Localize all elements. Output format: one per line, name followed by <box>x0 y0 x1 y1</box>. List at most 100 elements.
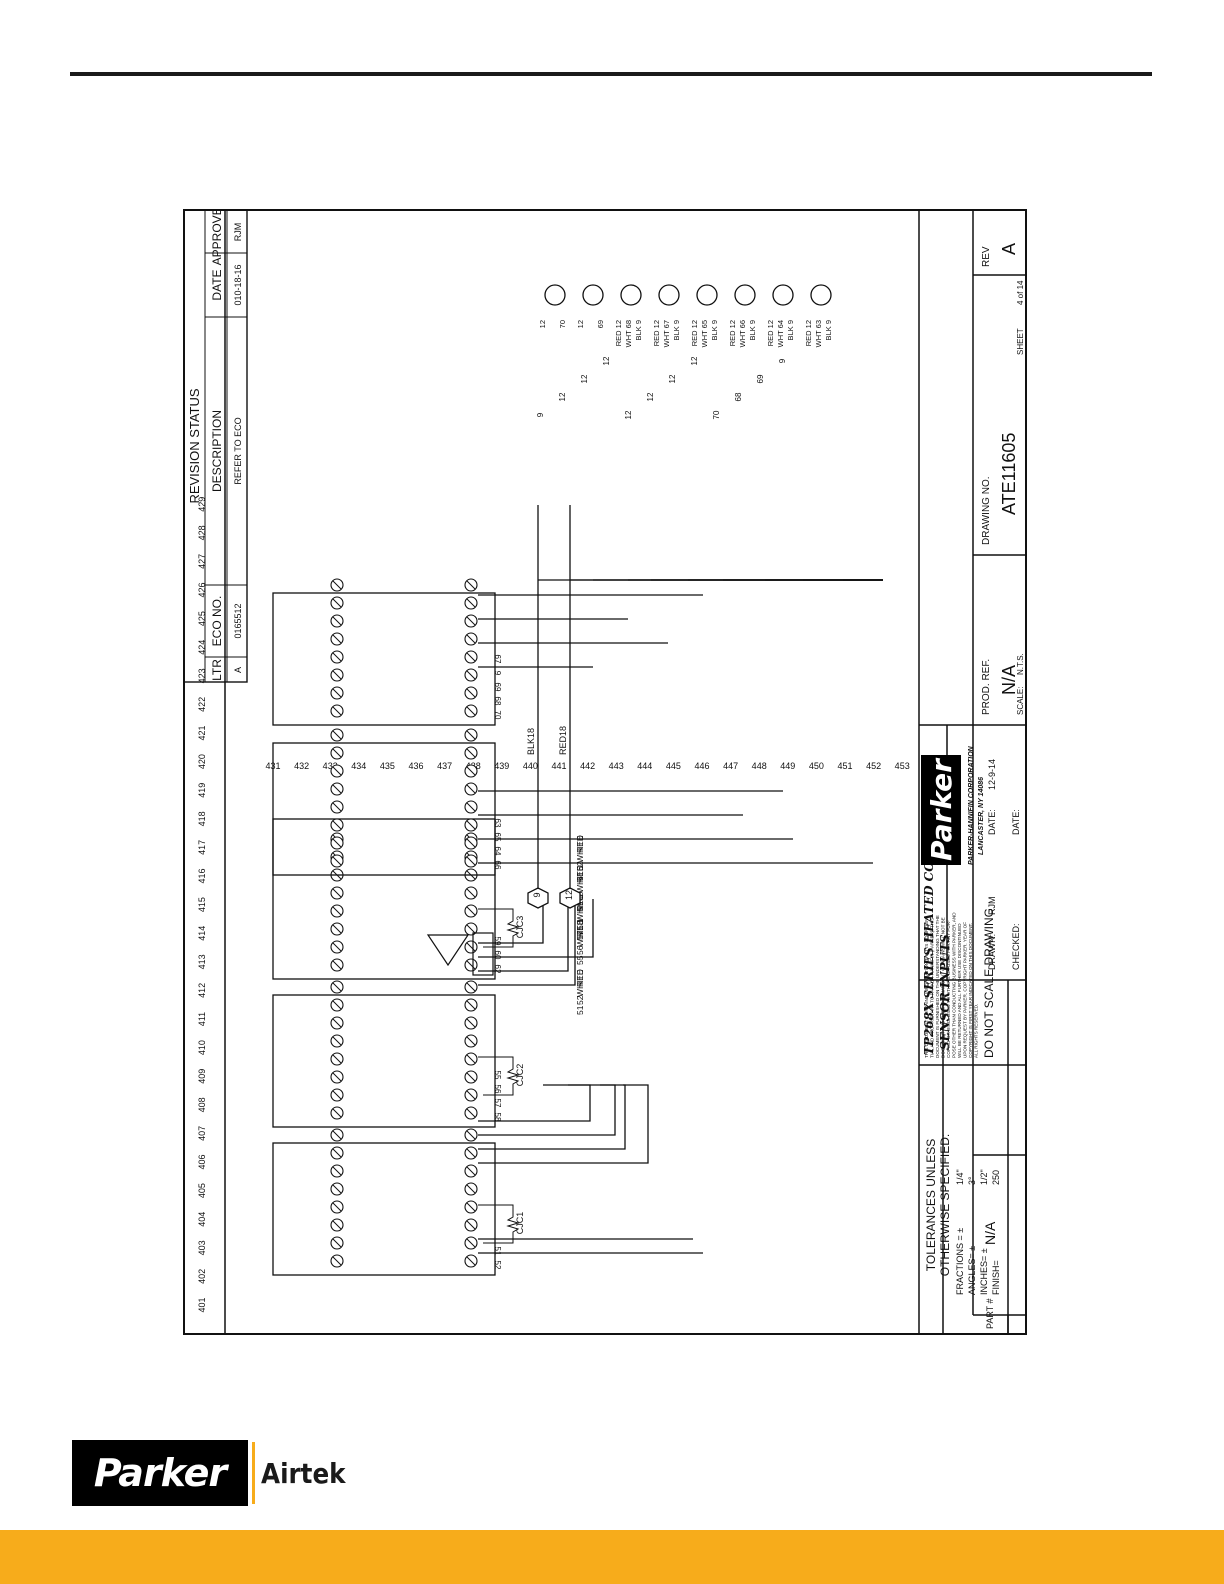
wire-label-number: 58 <box>575 920 585 930</box>
wire-label-number: 56 <box>575 945 585 955</box>
line-number: 452 <box>866 761 881 771</box>
wire-label-color: RED <box>575 835 585 853</box>
title-block-field: INCHES= ± <box>979 1248 989 1295</box>
title-block-field: TP268X SERIES HEATED CONTROLS <box>922 804 936 1055</box>
title-block-field: FRACTIONS = ± <box>955 1228 965 1295</box>
sensor-wire-top: RED 12 <box>652 320 661 346</box>
sensor-wire-top: RED 12 <box>766 320 775 346</box>
line-number: 435 <box>380 761 395 771</box>
title-block-field: 4 of 14 <box>1016 280 1025 305</box>
line-number: 444 <box>637 761 652 771</box>
line-number: 403 <box>197 1240 207 1255</box>
sensor-wire-bot: BLK 9 <box>672 320 681 340</box>
sensor-circle <box>734 284 756 306</box>
node-label: 12 <box>668 374 677 383</box>
line-number: 401 <box>197 1297 207 1312</box>
wire-label-number: 51 <box>575 1005 585 1015</box>
line-number: 436 <box>408 761 423 771</box>
footer-band <box>0 1530 1224 1584</box>
line-number: 420 <box>197 754 207 769</box>
title-block-field: 1/4" <box>955 1169 965 1185</box>
sensor-wire-bot: BLK 9 <box>710 320 719 340</box>
line-number: 423 <box>197 668 207 683</box>
terminal-number: 9 <box>493 671 502 676</box>
sensor-wire-bot: BLK 9 <box>786 320 795 340</box>
line-number: 412 <box>197 983 207 998</box>
wire-label-color: RED <box>575 969 585 987</box>
revision-header-date: DATE <box>210 269 224 300</box>
revision-header-eco: ECO NO. <box>210 596 224 647</box>
title-block-field: SHEET <box>1016 328 1025 355</box>
line-number: 409 <box>197 1069 207 1084</box>
drawing-border <box>183 209 1027 1335</box>
title-block-field: N/A <box>982 1221 998 1245</box>
sensor-wire-bot: BLK 9 <box>748 320 757 340</box>
terminal-number: 69 <box>493 683 502 692</box>
title-block-field: SCALE: <box>1016 687 1025 715</box>
title-block-field: N/A <box>999 665 1019 695</box>
sensor-wire-top: 12 <box>538 320 547 328</box>
line-number: 402 <box>197 1269 207 1284</box>
title-block-field: DRAWING NO. <box>981 476 992 545</box>
terminal-number: 63 <box>493 819 502 828</box>
line-number: 429 <box>197 497 207 512</box>
line-number: 432 <box>294 761 309 771</box>
terminal-number: 59 <box>493 937 502 946</box>
do-not-scale-note: DO NOT SCALE DRAWING <box>982 908 996 1058</box>
title-block-field: 3° <box>967 1176 977 1185</box>
hex-terminals <box>527 887 581 909</box>
line-number: 442 <box>580 761 595 771</box>
confidential-line: UPON REQUEST BY PARKER. COPYRIGHT PARKER… <box>963 922 968 1058</box>
airtek-wordmark: Airtek <box>261 1456 346 1490</box>
title-block-field: DATE: <box>987 809 997 835</box>
wire-label-number: 62 <box>575 861 585 871</box>
title-block-field: PARKER-HANNIFIN CORPORATION <box>968 745 975 865</box>
wire-label-number: 59 <box>575 901 585 911</box>
terminal-number: 60 <box>493 951 502 960</box>
title-block-field: SENSOR INPUTS <box>938 934 952 1050</box>
wire-label-color: WHITE <box>575 919 585 947</box>
company-logo: Parker <box>921 755 961 865</box>
confidential-line: TIAL AND PROPRIETARY TO PARKER-HANNIFIN … <box>930 918 935 1058</box>
line-number: 437 <box>437 761 452 771</box>
parker-logo: Parker <box>72 1440 248 1506</box>
line-number: 439 <box>494 761 509 771</box>
node-label: 68 <box>734 392 743 401</box>
top-rule <box>70 72 1152 76</box>
line-number: 421 <box>197 725 207 740</box>
revision-heading: REVISION STATUS <box>187 388 202 503</box>
title-block-field: LANCASTER, NY 14086 <box>978 777 985 855</box>
company-logo-text: Parker <box>925 757 958 861</box>
logo-divider <box>252 1442 255 1504</box>
wire-label-number: 55 <box>575 955 585 965</box>
line-number: 441 <box>551 761 566 771</box>
hex-label-12: 12 <box>564 890 574 900</box>
line-number: 411 <box>197 1012 207 1026</box>
revision-header-ltr: LTR <box>210 659 224 681</box>
sensor-wire-top: 12 <box>576 320 585 328</box>
node-label: 12 <box>624 410 633 419</box>
sensor-circle <box>544 284 566 306</box>
sensor-wire-mid: WHT 65 <box>700 320 709 347</box>
sensor-circle <box>810 284 832 306</box>
line-number: 433 <box>323 761 338 771</box>
node-label: 12 <box>690 356 699 365</box>
hex-terminal-9 <box>527 887 549 909</box>
sensor-wire-mid: WHT 68 <box>624 320 633 347</box>
line-number: 419 <box>197 783 207 798</box>
revision-eco: 0165512 <box>233 603 243 638</box>
terminal-number: 64 <box>493 847 502 856</box>
line-number: 422 <box>197 697 207 712</box>
title-block-field: ATE11605 <box>999 433 1019 515</box>
line-number: 451 <box>837 761 852 771</box>
sensor-circle <box>620 284 642 306</box>
line-number: 447 <box>723 761 738 771</box>
sensor-wire-top: RED 12 <box>728 320 737 346</box>
